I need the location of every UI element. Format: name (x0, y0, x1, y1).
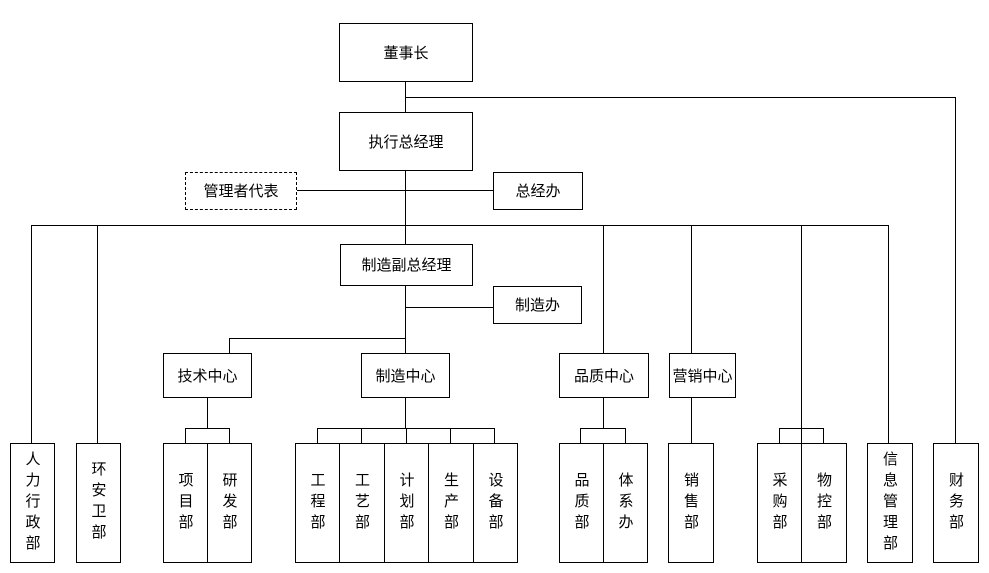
node-dept-info-mgmt: 信息管理部 (867, 443, 913, 563)
connector-deputygm-mfgcenter (405, 285, 406, 353)
node-executive-gm-label: 执行总经理 (368, 132, 444, 151)
node-marketing-center-label: 营销中心 (672, 366, 733, 385)
node-dept-equipment-label: 设备部 (486, 471, 505, 535)
connector-qualitycenter-down (603, 397, 604, 428)
node-dept-engineering-label: 工程部 (308, 471, 327, 535)
node-tech-center-label: 技术中心 (177, 366, 238, 385)
connector-stub-purchasing (779, 428, 780, 443)
connector-marketing-sales (691, 397, 692, 443)
node-dept-planning: 计划部 (384, 443, 429, 563)
node-mfg-office-label: 制造办 (514, 296, 560, 314)
node-mfg-center: 制造中心 (361, 353, 450, 398)
connector-rep-gmoffice (296, 190, 493, 191)
node-management-rep: 管理者代表 (185, 172, 297, 210)
connector-execgm-deputygm (405, 170, 406, 244)
connector-drop-finance (955, 97, 956, 443)
node-quality-center-label: 品质中心 (573, 366, 634, 385)
node-dept-quality-label: 品质部 (572, 471, 591, 535)
node-dept-finance-label: 财务部 (947, 471, 965, 535)
node-management-rep-label: 管理者代表 (203, 182, 279, 200)
connector-stub-system-office (625, 428, 626, 443)
node-dept-finance: 财务部 (933, 443, 979, 563)
node-dept-rnd-label: 研发部 (220, 471, 239, 535)
node-dept-production-label: 生产部 (442, 471, 460, 535)
node-dept-sales: 销售部 (668, 443, 714, 563)
node-mfg-deputy-gm: 制造副总经理 (340, 244, 473, 286)
connector-mfgcenter-down (405, 397, 406, 428)
connector-quality-children-rail (580, 428, 626, 429)
node-dept-rnd: 研发部 (207, 443, 252, 563)
connector-stub-tech-center (229, 338, 230, 353)
connector-stub-project (185, 428, 186, 443)
node-chairman-label: 董事长 (383, 43, 429, 62)
connector-drop-info-mgmt (888, 225, 889, 443)
node-dept-material-control: 物控部 (801, 443, 847, 563)
connector-drop-ehs (97, 225, 98, 443)
connector-techcenter-down (207, 397, 208, 428)
node-marketing-center: 营销中心 (669, 353, 736, 398)
node-mfg-deputy-gm-label: 制造副总经理 (361, 256, 452, 274)
node-dept-purchasing-label: 采购部 (770, 471, 789, 535)
connector-stub-process (361, 428, 362, 443)
connector-stub-material-control (823, 428, 824, 443)
node-mfg-office: 制造办 (493, 286, 582, 324)
node-gm-office: 总经办 (493, 172, 583, 210)
node-dept-info-mgmt-label: 信息管理部 (881, 450, 899, 556)
connector-chairman-finance (405, 97, 956, 98)
connector-stub-equipment (494, 428, 495, 443)
node-gm-office-label: 总经办 (515, 182, 561, 200)
node-dept-process: 工艺部 (339, 443, 385, 563)
node-dept-purchasing: 采购部 (757, 443, 802, 563)
node-dept-ehs: 环安卫部 (76, 443, 121, 563)
node-dept-equipment: 设备部 (473, 443, 518, 563)
node-dept-quality: 品质部 (559, 443, 604, 563)
node-dept-system-office: 体系办 (603, 443, 648, 563)
connector-stub-planning (406, 428, 407, 443)
node-executive-gm: 执行总经理 (339, 112, 473, 171)
connector-chairman-execgm (405, 82, 406, 112)
node-dept-hr-admin-label: 人力行政部 (23, 450, 42, 556)
node-dept-process-label: 工艺部 (353, 471, 371, 535)
node-dept-production: 生产部 (428, 443, 474, 563)
node-dept-project-label: 项目部 (176, 471, 195, 535)
node-dept-material-control-label: 物控部 (815, 471, 833, 535)
connector-stub-production (450, 428, 451, 443)
node-dept-ehs-label: 环安卫部 (89, 461, 108, 545)
node-chairman: 董事长 (339, 23, 473, 82)
node-dept-planning-label: 计划部 (397, 471, 416, 535)
node-dept-hr-admin: 人力行政部 (10, 443, 55, 563)
connector-drop-quality-center (603, 225, 604, 353)
connector-mfg-office (405, 307, 493, 308)
connector-tech-branch (229, 338, 406, 339)
node-mfg-center-label: 制造中心 (375, 366, 436, 385)
connector-tech-children-rail (185, 428, 230, 429)
connector-drop-marketing-center (691, 225, 692, 353)
connector-stub-engineering (317, 428, 318, 443)
connector-stub-quality-dept (580, 428, 581, 443)
connector-drop-purchasing-pair (801, 225, 802, 443)
node-dept-system-office-label: 体系办 (616, 471, 635, 535)
node-quality-center: 品质中心 (559, 353, 649, 398)
node-dept-sales-label: 销售部 (682, 471, 700, 535)
node-tech-center: 技术中心 (163, 353, 252, 398)
node-dept-engineering: 工程部 (295, 443, 340, 563)
connector-main-rail (31, 225, 889, 226)
connector-stub-rnd (229, 428, 230, 443)
connector-drop-hr-admin (31, 225, 32, 443)
node-dept-project: 项目部 (163, 443, 208, 563)
